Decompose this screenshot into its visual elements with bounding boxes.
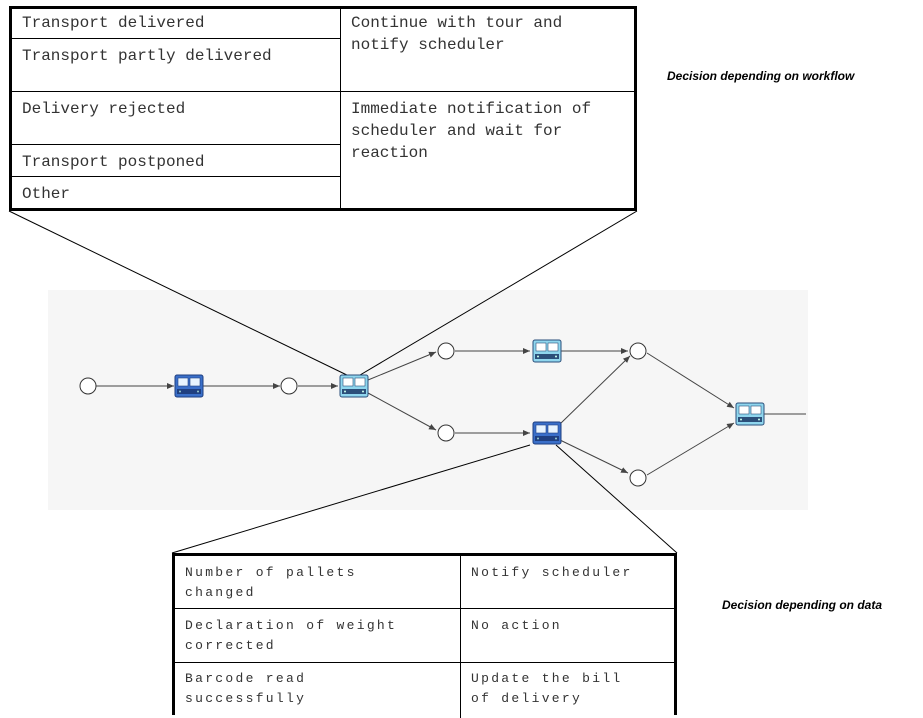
data-decision-table: Number of pallets changed Notify schedul… [172, 553, 677, 718]
flow-edge [646, 422, 735, 476]
data-action: No action [471, 618, 562, 633]
event-node [280, 377, 298, 395]
workflow-action: Continue with tour and notify scheduler [351, 14, 563, 54]
callout-line [171, 444, 531, 554]
data-action: Notify scheduler [471, 565, 633, 580]
row-divider [12, 144, 340, 145]
data-condition: Number of pallets changed [185, 565, 357, 600]
data-condition: Barcode read successfully [185, 671, 307, 706]
flow-edge [646, 352, 735, 409]
function-node [339, 374, 369, 398]
flow-edge [367, 351, 437, 381]
data-action: Update the bill of delivery [471, 671, 623, 706]
flow-edge [367, 392, 437, 431]
callout-line [354, 210, 638, 379]
function-node [735, 402, 765, 426]
function-node [532, 339, 562, 363]
event-node [437, 342, 455, 360]
event-node [79, 377, 97, 395]
event-node [629, 342, 647, 360]
event-node [629, 469, 647, 487]
flow-edge [559, 355, 631, 425]
workflow-case: Transport postponed [22, 153, 205, 171]
workflow-case: Transport partly delivered [22, 47, 272, 65]
workflow-caption: Decision depending on workflow [667, 69, 855, 83]
workflow-case: Other [22, 185, 71, 203]
workflow-case: Delivery rejected [22, 100, 186, 118]
flow-edge [559, 439, 629, 474]
data-caption: Decision depending on data [722, 598, 883, 612]
row-divider [12, 91, 634, 92]
workflow-action: Immediate notification of scheduler and … [351, 100, 592, 162]
function-node [532, 421, 562, 445]
workflow-case: Transport delivered [22, 14, 205, 32]
row-divider [175, 608, 674, 609]
row-divider [175, 662, 674, 663]
table-divider [460, 556, 461, 718]
callout-line [8, 210, 354, 379]
workflow-decision-table: Transport delivered Transport partly del… [9, 6, 637, 211]
row-divider [12, 176, 340, 177]
event-node [437, 424, 455, 442]
table-divider [340, 9, 341, 208]
diagram-background [48, 290, 808, 510]
data-condition: Declaration of weight corrected [185, 618, 398, 653]
callout-line [555, 444, 678, 554]
function-node [174, 374, 204, 398]
row-divider [12, 38, 340, 39]
